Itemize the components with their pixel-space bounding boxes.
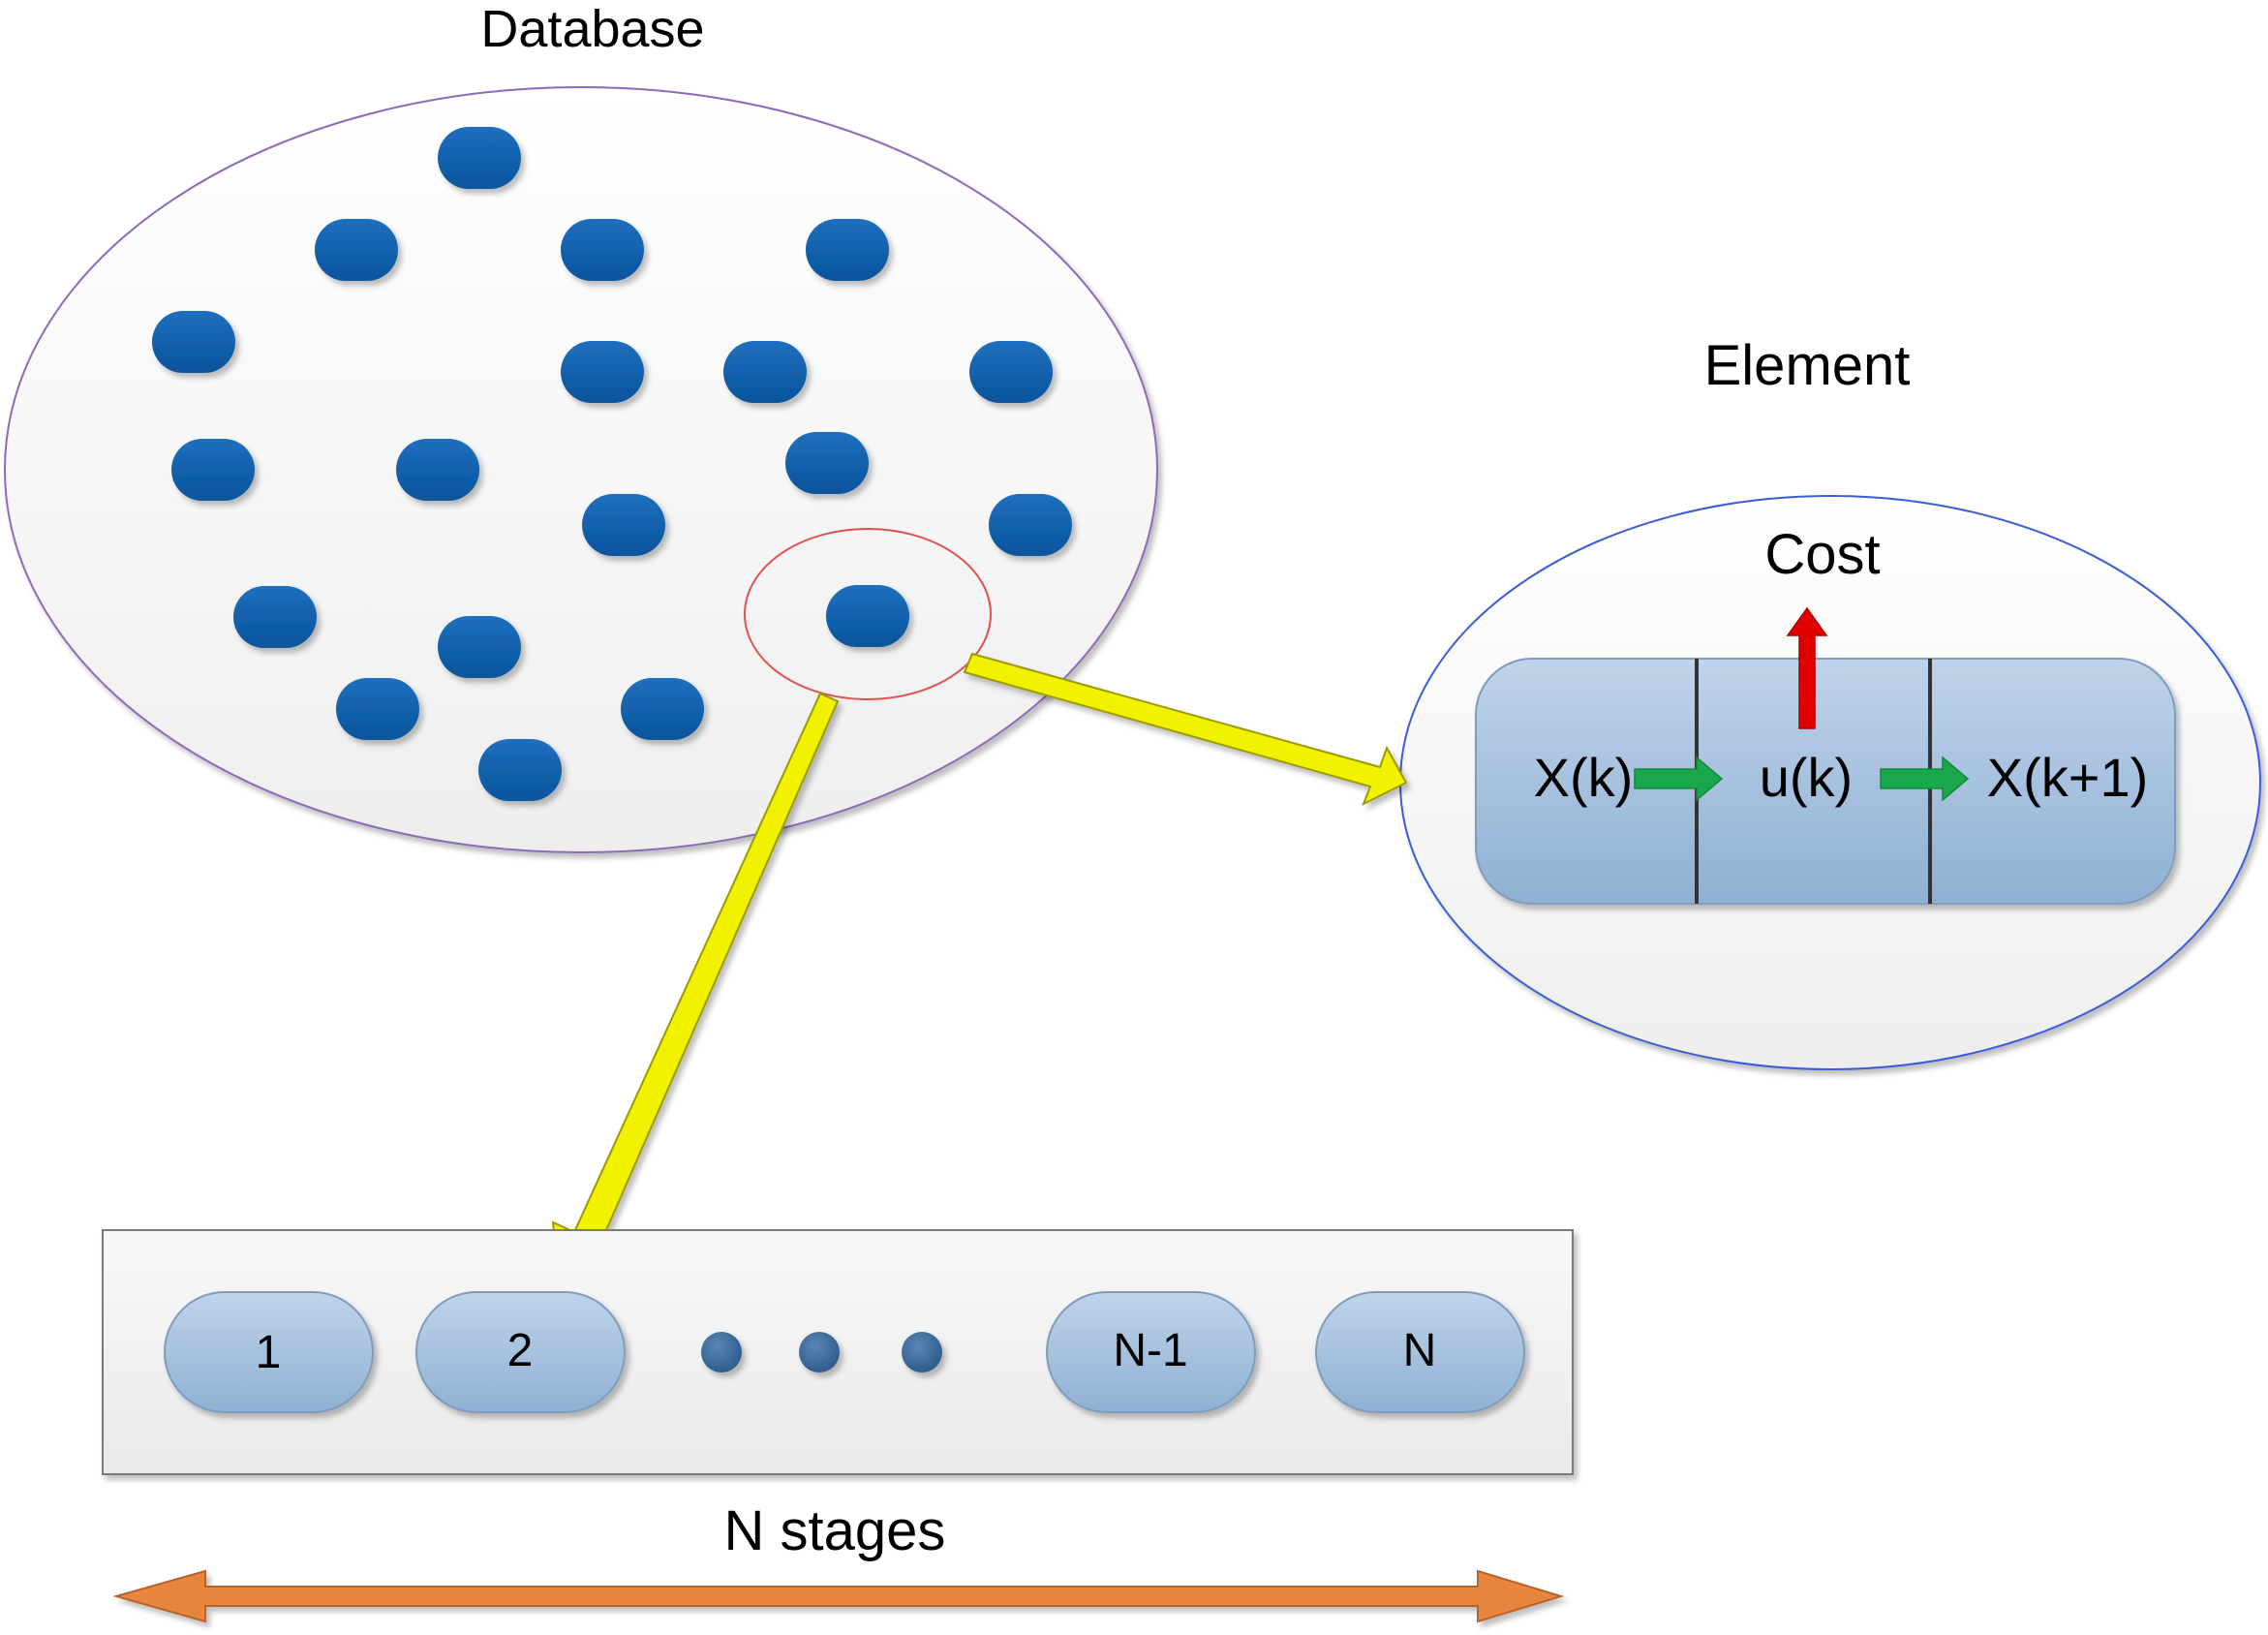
database-group: Database [4, 0, 1158, 853]
stage-n [1315, 1291, 1525, 1413]
cost-arrow [1786, 606, 1828, 729]
database-record [969, 341, 1053, 403]
selected-record-highlight [744, 528, 992, 700]
database-record [438, 616, 521, 678]
database-record [785, 432, 869, 494]
database-record [396, 439, 479, 501]
pointer-arrow-to-element [963, 652, 1408, 807]
ellipsis-dot-2 [799, 1332, 840, 1373]
stage-2-label: 2 [507, 1325, 534, 1376]
database-record [336, 678, 419, 740]
database-record [723, 341, 807, 403]
database-title: Database [480, 0, 704, 58]
database-record [806, 219, 889, 281]
n-stages-span-arrow [112, 1569, 1565, 1623]
database-record [233, 586, 317, 648]
database-record [582, 494, 665, 556]
stage-n-minus-1 [1046, 1291, 1256, 1413]
state-output-label: X(k+1) [1987, 747, 2149, 808]
state-input-label: X(k) [1534, 747, 1634, 808]
ellipsis-dot-3 [902, 1332, 942, 1373]
element-group: Element X(k) u(k) X(k+1) Cost [1399, 334, 2261, 1070]
ellipsis-dot-1 [701, 1332, 742, 1373]
database-record [561, 219, 644, 281]
stages-panel: 1 2 N-1 N [102, 1229, 1574, 1475]
stage-n-label: N [1403, 1325, 1437, 1376]
stage-n-minus-1-label: N-1 [1113, 1325, 1187, 1376]
cost-label: Cost [1764, 523, 1880, 586]
selected-record [826, 585, 909, 647]
stage-1 [164, 1291, 374, 1413]
stage-1-label: 1 [256, 1327, 282, 1378]
database-record [561, 341, 644, 403]
database-record [621, 678, 704, 740]
decision-label: u(k) [1760, 747, 1853, 808]
stage-element-box [1475, 658, 2176, 905]
flow-arrow-left [1634, 756, 1724, 802]
database-record [315, 219, 398, 281]
database-record [152, 311, 235, 373]
database-record [171, 439, 255, 501]
n-stages-label: N stages [724, 1499, 946, 1562]
database-record [478, 739, 562, 801]
element-title: Element [1704, 334, 1911, 397]
flow-arrow-right [1880, 756, 1970, 802]
database-record [989, 494, 1072, 556]
database-records [152, 127, 1072, 801]
database-record [438, 127, 521, 189]
stage-2 [415, 1291, 626, 1413]
